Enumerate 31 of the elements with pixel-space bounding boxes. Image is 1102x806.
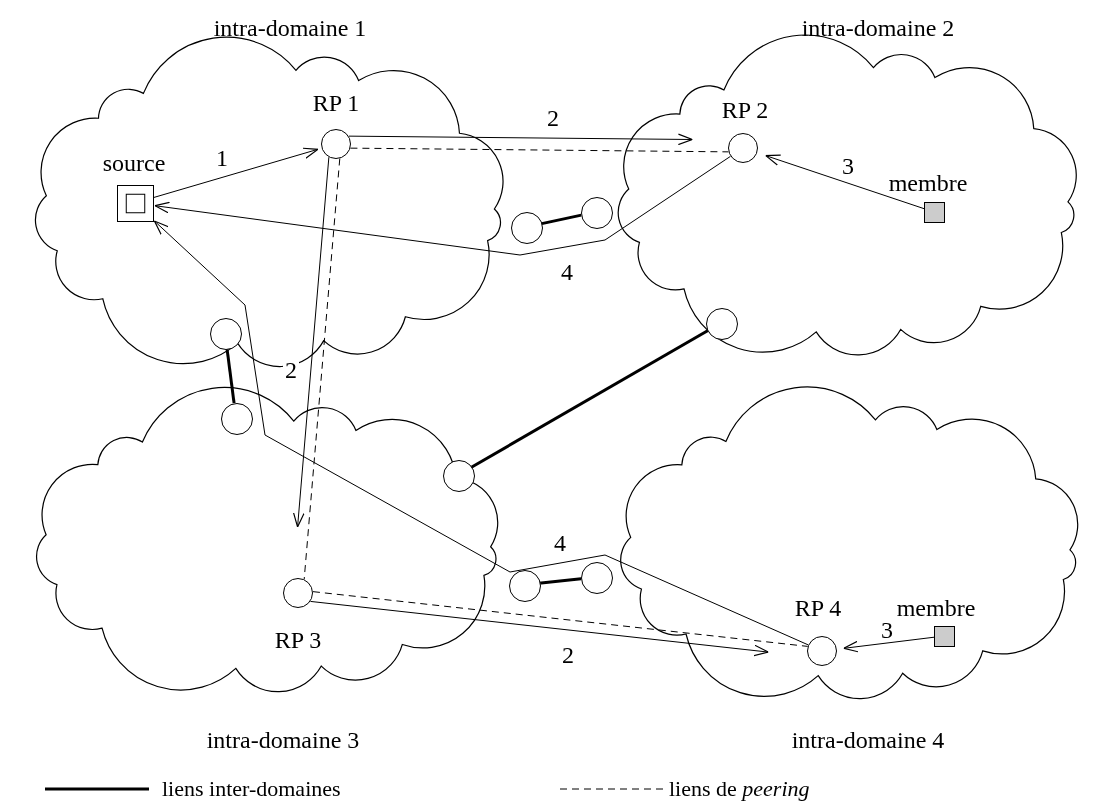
arrow [765, 154, 925, 210]
domain-label: intra-domaine 2 [801, 15, 955, 41]
node-label: source [102, 150, 166, 176]
arrow [309, 600, 769, 657]
node-label: membre [888, 170, 968, 196]
arrow [153, 220, 809, 646]
peering-link [303, 158, 341, 580]
domain-label: intra-domaine 1 [213, 15, 367, 41]
arrow [154, 155, 731, 256]
arrow [152, 147, 319, 199]
inter-domain-link [540, 213, 582, 226]
router-circle [581, 197, 613, 229]
router-circle [511, 212, 543, 244]
router-circle [509, 570, 541, 602]
peering-link [349, 147, 729, 153]
inter-domain-link [538, 577, 582, 585]
arrow [348, 133, 693, 146]
node-label: RP 4 [794, 595, 842, 621]
node-label: membre [896, 595, 976, 621]
arrow [292, 156, 330, 528]
peering-link [312, 591, 809, 647]
router-circle [581, 562, 613, 594]
domain-label: intra-domaine 3 [206, 727, 360, 753]
node-label: RP 2 [721, 97, 769, 123]
edge-label: 2 [283, 359, 299, 381]
domain-label: intra-domaine 4 [791, 727, 945, 753]
node-label: RP 3 [274, 627, 322, 653]
router-circle [443, 460, 475, 492]
arrow [843, 636, 935, 653]
inter-domain-link [470, 329, 709, 469]
node-label: RP 1 [312, 90, 360, 116]
